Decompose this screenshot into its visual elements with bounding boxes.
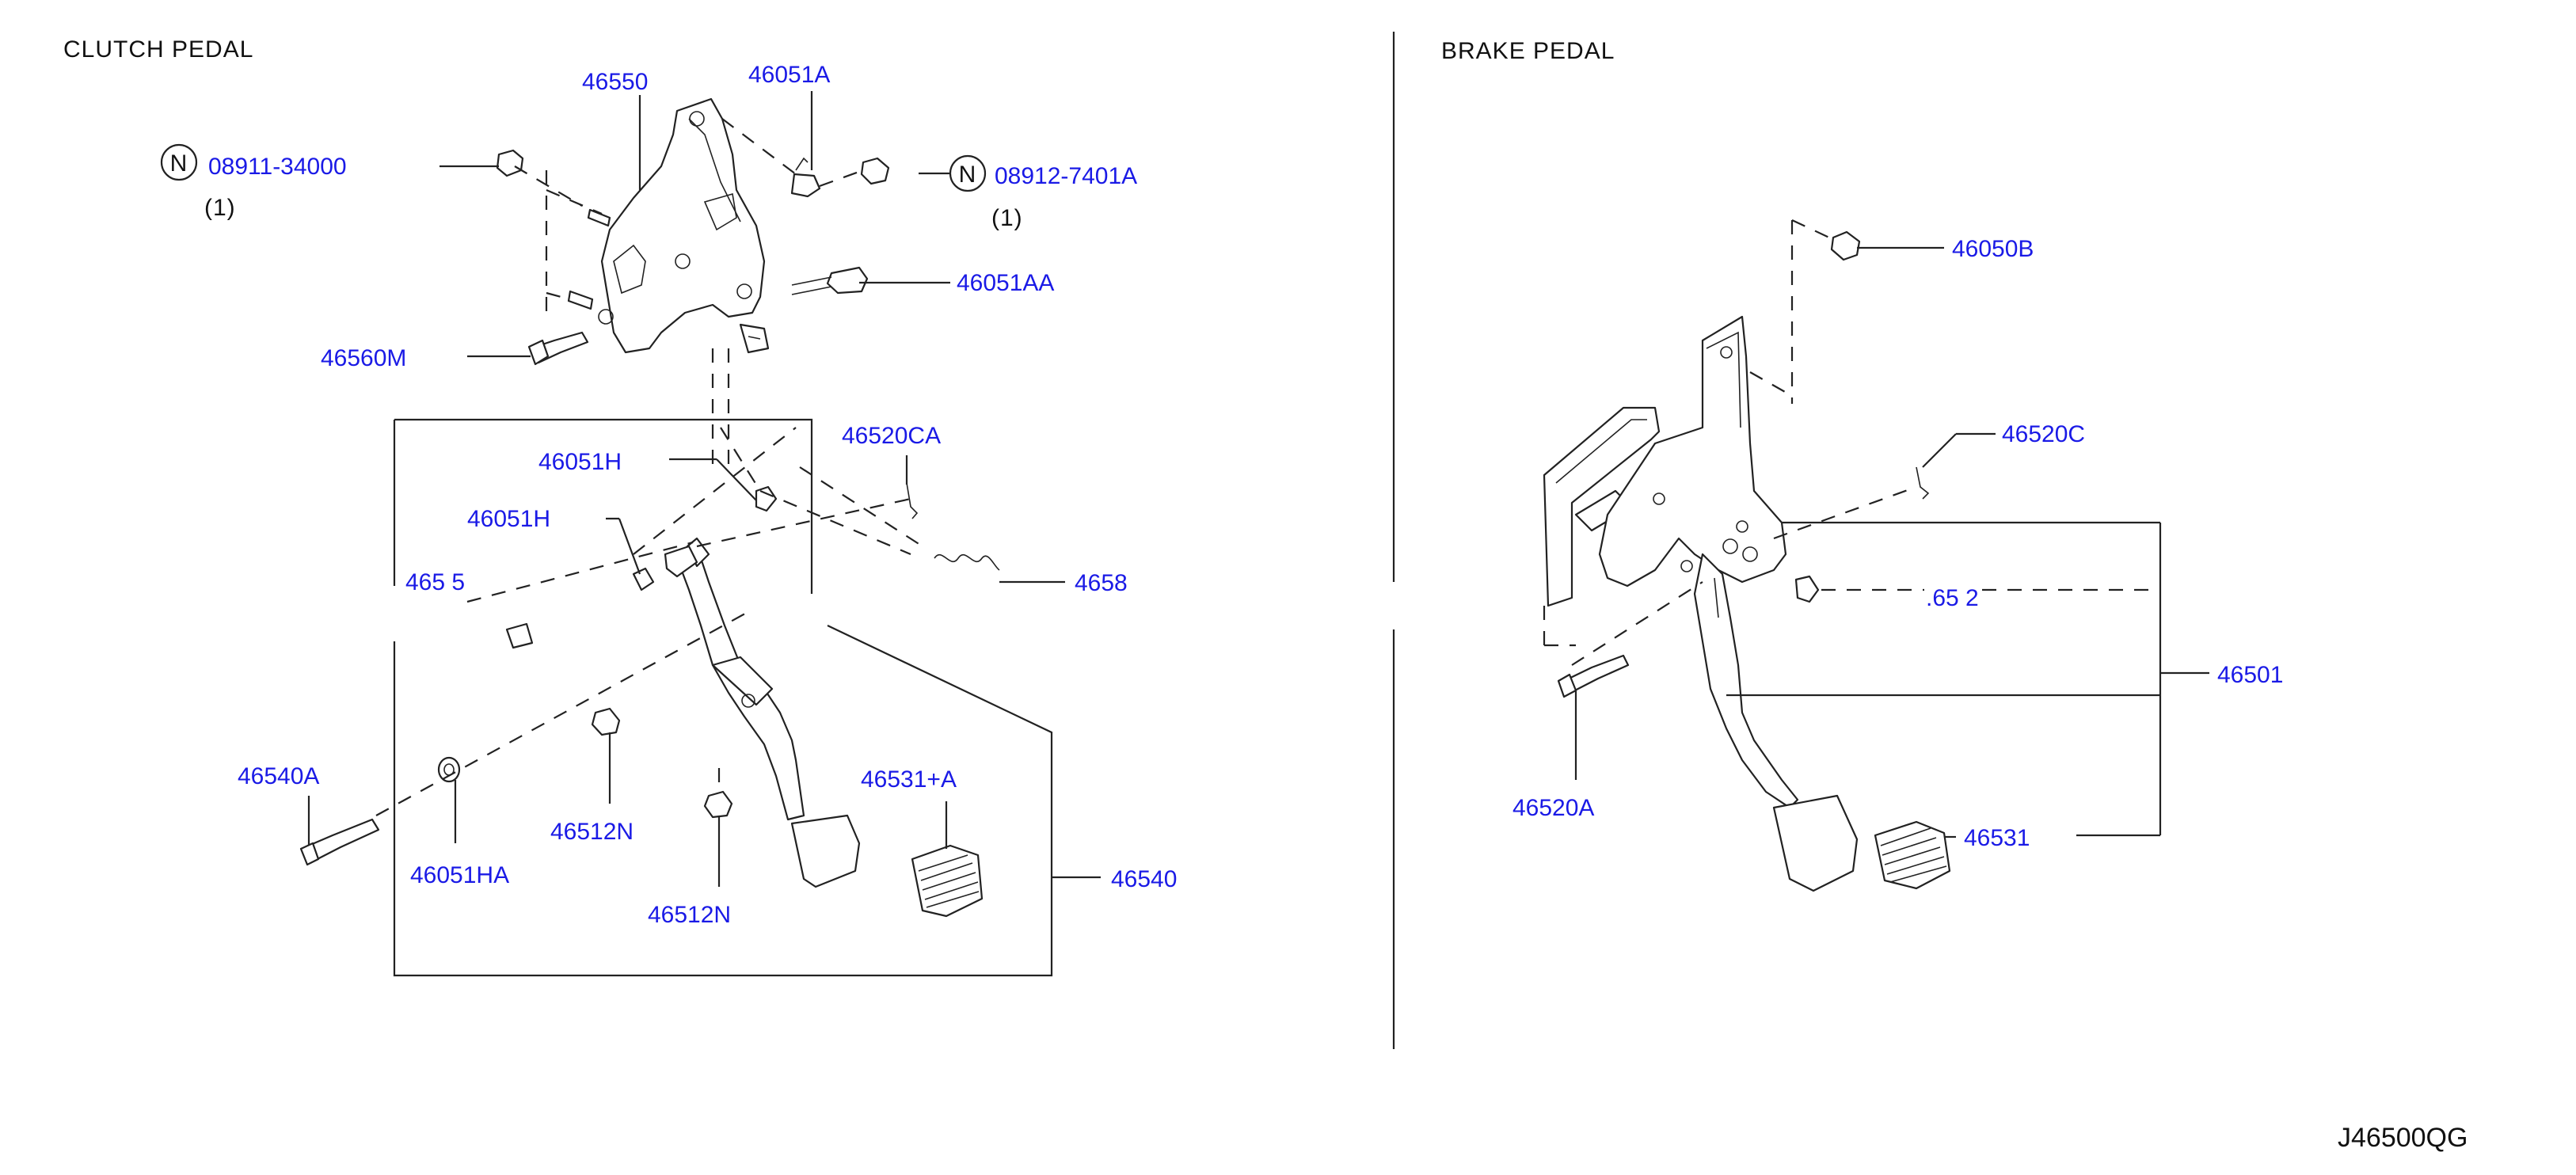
label-46531: 46531 [1964, 825, 2030, 851]
label-46051H-upper: 46051H [538, 449, 622, 475]
label-08912-qty: (1) [991, 205, 1023, 231]
brake-pedal-pad-shape [1772, 794, 1859, 892]
label-465-5: 465 5 [405, 569, 465, 595]
label-46520A: 46520A [1512, 795, 1594, 821]
label-08911-34000: 08911-34000 [208, 154, 347, 180]
brake-pad-46531-shape [1874, 820, 1951, 890]
n-symbol-circle-1 [160, 143, 198, 181]
label-46540: 46540 [1111, 866, 1177, 892]
label-65-2: .65 2 [1926, 585, 1979, 611]
label-4658: 4658 [1075, 570, 1128, 596]
brake-assembly-frame [1726, 521, 2209, 837]
brake-mounting-plate-shape [1543, 406, 1661, 607]
label-46501: 46501 [2217, 662, 2283, 688]
label-08911-qty: (1) [204, 195, 236, 221]
brake-leader-lines [1574, 246, 1996, 838]
label-46051AA: 46051AA [957, 270, 1054, 296]
label-46560M: 46560M [321, 345, 406, 371]
clutch-pedal-bracket-shape [600, 97, 766, 354]
label-46051H-lower: 46051H [467, 506, 550, 532]
brake-section-title: BRAKE PEDAL [1441, 38, 1615, 64]
label-46051HA: 46051HA [410, 862, 509, 888]
n-symbol-2: N [959, 162, 977, 188]
label-08912-7401A: 08912-7401A [995, 163, 1137, 189]
n-symbol-circle-2 [949, 154, 987, 192]
clutch-pedal-pad-shape [790, 814, 861, 888]
clutch-leader-lines [307, 91, 1101, 887]
label-46520C: 46520C [2002, 421, 2085, 447]
brake-pedal-drawing [1543, 219, 1951, 892]
label-46540A: 46540A [238, 763, 319, 789]
brake-pedal-arm-shape [1693, 553, 1799, 809]
diagram-code: J46500QG [2338, 1123, 2468, 1153]
clutch-section-title: CLUTCH PEDAL [63, 36, 253, 63]
n-symbol-1: N [170, 150, 188, 177]
label-46531-A: 46531+A [861, 766, 957, 793]
label-46550: 46550 [582, 69, 648, 95]
clutch-pad-46531A-shape [911, 844, 984, 918]
label-46512N-upper: 46512N [550, 819, 634, 845]
label-46050B: 46050B [1952, 236, 2034, 262]
clutch-pedal-drawing [299, 97, 1053, 977]
label-46512N-lower: 46512N [648, 902, 731, 928]
label-46051A: 46051A [748, 62, 830, 88]
label-46520CA: 46520CA [842, 423, 941, 449]
